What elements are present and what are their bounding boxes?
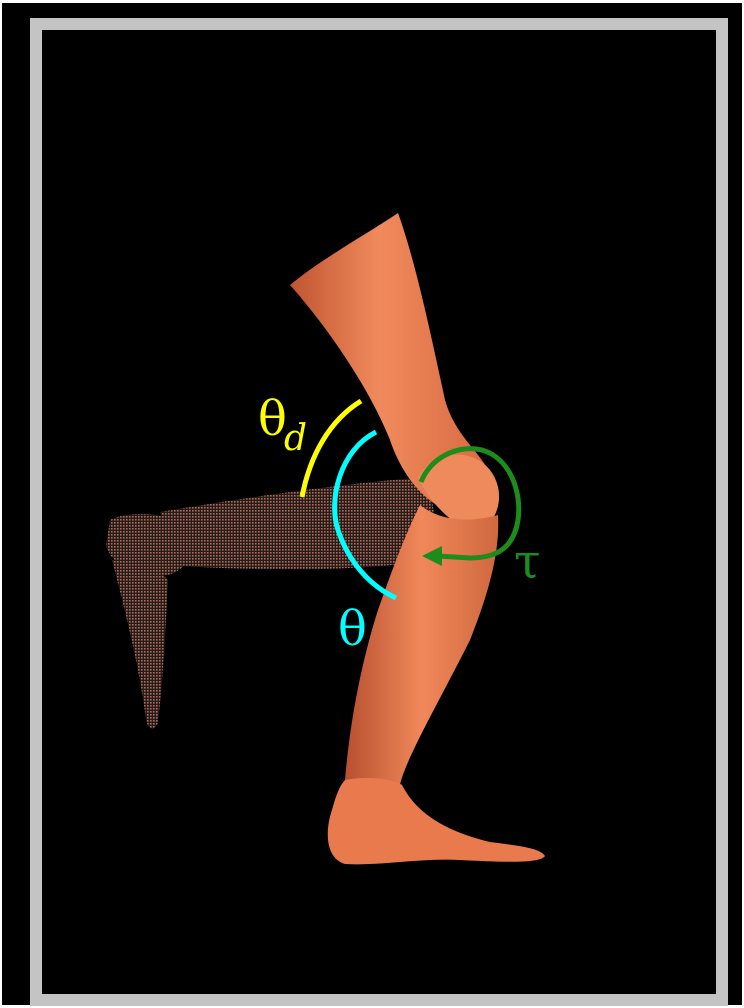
ghost-thigh xyxy=(160,478,434,569)
torque-label: τ xyxy=(514,534,541,590)
ghost-shin xyxy=(112,560,168,729)
foot xyxy=(328,778,545,864)
actual-angle-label: θ xyxy=(338,601,367,657)
desired-angle-label: θ xyxy=(258,391,287,447)
desired-angle-subscript: d xyxy=(284,418,307,459)
